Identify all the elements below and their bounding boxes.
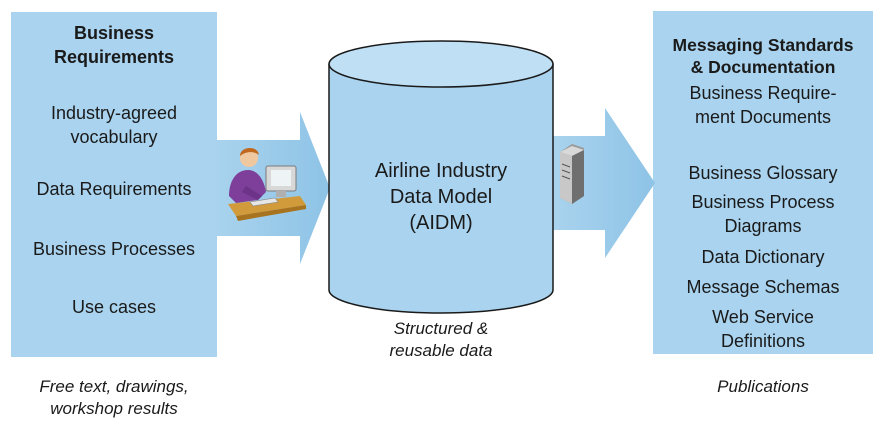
- server-icon: [560, 144, 584, 204]
- right-caption: Publications: [717, 377, 809, 396]
- left-item-business-processes: Business Processes: [32, 239, 196, 259]
- right-item-business-requirement-documents-line1: Business Require-: [689, 83, 837, 103]
- business-requirements-panel: [11, 12, 217, 357]
- messaging-standards-panel: [653, 11, 873, 354]
- left-panel-title-line1: Business: [73, 23, 155, 43]
- center-caption-line2: reusable data: [389, 341, 493, 360]
- aidm-database-cylinder: [328, 40, 554, 314]
- aidm-label-line1: Airline Industry: [374, 160, 508, 182]
- right-item-business-glossary: Business Glossary: [688, 163, 838, 183]
- left-item-data-requirements: Data Requirements: [36, 179, 192, 199]
- person-at-computer-icon: [228, 147, 306, 221]
- right-item-message-schemas: Message Schemas: [686, 277, 840, 297]
- left-panel-title-line2: Requirements: [53, 47, 175, 67]
- right-item-data-dictionary: Data Dictionary: [701, 247, 825, 267]
- left-item-use-cases: Use cases: [71, 297, 157, 317]
- left-caption-line2: workshop results: [50, 399, 178, 418]
- right-item-web-service-definitions-line2: Definitions: [720, 331, 806, 351]
- aidm-label-line2: Data Model: [389, 186, 493, 208]
- right-item-web-service-definitions-line1: Web Service: [712, 307, 814, 327]
- aidm-label-line3: (AIDM): [409, 212, 473, 234]
- right-panel-title-line1: Messaging Standards: [672, 35, 854, 55]
- right-item-business-requirement-documents-line2: ment Documents: [694, 107, 832, 127]
- center-caption-line1: Structured &: [393, 319, 489, 338]
- right-item-business-process-diagrams-line2: Diagrams: [724, 216, 802, 236]
- left-item-industry-vocabulary-line2: vocabulary: [70, 127, 158, 147]
- left-caption-line1: Free text, drawings,: [39, 377, 189, 396]
- right-item-business-process-diagrams-line1: Business Process: [691, 192, 835, 212]
- right-panel-title-line2: & Documentation: [690, 57, 836, 77]
- left-item-industry-vocabulary-line1: Industry-agreed: [50, 103, 178, 123]
- flow-arrow-right: [553, 108, 655, 258]
